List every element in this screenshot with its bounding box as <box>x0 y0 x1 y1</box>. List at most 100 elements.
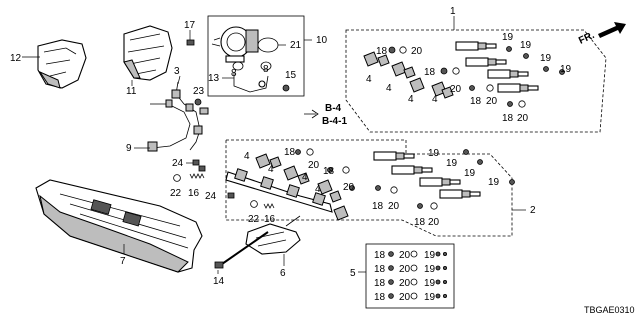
box-2-outline <box>225 139 513 237</box>
callout-4-box2-d: 4 <box>315 184 321 195</box>
callout-4-box1-d: 4 <box>432 94 438 105</box>
callout-19-box1-c: 19 <box>540 53 552 64</box>
injector-clips-2 <box>255 153 349 221</box>
reference-b4: B-4 <box>325 103 342 114</box>
o-rings-1 <box>388 46 565 108</box>
callout-24-b: 24 <box>205 191 217 202</box>
injector-clips-1 <box>363 51 454 99</box>
callout-20-box5-a: 20 <box>399 250 411 261</box>
callout-13: 13 <box>208 73 220 84</box>
part-12-cover <box>37 39 87 89</box>
callout-4-box1-a: 4 <box>366 74 372 85</box>
callout-2: 2 <box>530 205 536 216</box>
callout-4-box2-b: 4 <box>268 164 274 175</box>
injectors-set-1 <box>363 41 565 108</box>
callout-20-box1-c: 20 <box>486 96 498 107</box>
callout-8-b: 8 <box>263 64 269 75</box>
callout-18-box2-d: 18 <box>414 217 426 228</box>
callout-19-box5-a: 19 <box>424 250 436 261</box>
callout-18-box1-a: 18 <box>376 46 388 57</box>
direction-label: FR. <box>577 30 596 47</box>
part-24-rail <box>225 168 333 213</box>
part-7-cover <box>35 179 203 273</box>
callout-4-box1-b: 4 <box>386 83 392 94</box>
callout-18-box1-c: 18 <box>470 96 482 107</box>
callout-18-box2-b: 18 <box>323 166 335 177</box>
callout-1: 1 <box>450 6 456 17</box>
callout-20-box2-c: 20 <box>388 201 400 212</box>
callout-5: 5 <box>350 268 356 279</box>
callout-19-box1-d: 19 <box>560 64 572 75</box>
callout-19-box1-a: 19 <box>502 32 514 43</box>
callout-18-box5-d: 18 <box>374 292 386 303</box>
callout-4-box1-c: 4 <box>408 94 414 105</box>
callout-20-box2-a: 20 <box>308 160 320 171</box>
callout-16-b: 16 <box>264 214 276 225</box>
callout-18-box2-c: 18 <box>372 201 384 212</box>
callout-18-box2-a: 18 <box>284 147 296 158</box>
callout-19-box5-d: 19 <box>424 292 436 303</box>
callout-3: 3 <box>174 66 180 77</box>
callout-19-box1-b: 19 <box>520 40 532 51</box>
callout-4-box2-a: 4 <box>244 151 250 162</box>
callout-15: 15 <box>285 70 297 81</box>
o-rings-2 <box>295 148 515 210</box>
callout-16-a: 16 <box>188 188 200 199</box>
callout-20-box1-b: 20 <box>450 84 462 95</box>
callout-19-box5-c: 19 <box>424 278 436 289</box>
callout-14: 14 <box>213 276 225 287</box>
part-21-o-ring <box>257 37 279 53</box>
callout-11: 11 <box>126 86 137 97</box>
callout-22-a: 22 <box>170 188 182 199</box>
callout-24-a: 24 <box>172 158 184 169</box>
callout-20-box5-c: 20 <box>399 278 411 289</box>
part-17-bolt <box>186 39 195 46</box>
callout-20-box5-d: 20 <box>399 292 411 303</box>
callout-4-box2-c: 4 <box>302 172 308 183</box>
callout-21: 21 <box>290 40 302 51</box>
callout-12: 12 <box>10 53 22 64</box>
callout-18-box5-b: 18 <box>374 264 386 275</box>
diagram-code: TBGAE0310 <box>584 305 635 315</box>
part-23-bolt <box>194 98 202 106</box>
part-22-washer <box>173 174 258 208</box>
injectors-set-2 <box>373 151 481 199</box>
fuel-pump-body <box>211 26 259 63</box>
part-9-harness <box>147 81 209 152</box>
callout-9: 9 <box>126 143 132 154</box>
callout-23: 23 <box>193 86 205 97</box>
callout-6: 6 <box>280 268 286 279</box>
part-13-fuel-pipe <box>233 72 269 93</box>
callout-7: 7 <box>120 256 126 267</box>
callout-18-box5-a: 18 <box>374 250 386 261</box>
part-11-cover <box>123 25 173 81</box>
callout-18-box5-c: 18 <box>374 278 386 289</box>
callout-19-box2-d: 19 <box>488 177 500 188</box>
box-1-outline <box>345 29 607 133</box>
fr-arrow-icon <box>598 22 626 38</box>
callout-18-box1-b: 18 <box>424 67 436 78</box>
callout-19-box2-b: 19 <box>446 158 458 169</box>
part-16-spring <box>189 173 275 209</box>
part-8-o-ring <box>232 61 272 71</box>
callout-10: 10 <box>316 35 328 46</box>
callout-19-box2-c: 19 <box>464 168 476 179</box>
callout-22-b: 22 <box>248 214 260 225</box>
callout-20-box1-a: 20 <box>411 46 423 57</box>
callout-17: 17 <box>184 20 196 31</box>
reference-b41: B-4-1 <box>322 116 347 127</box>
callout-19-box2-a: 19 <box>428 148 440 159</box>
callout-19-box5-b: 19 <box>424 264 436 275</box>
seal-kit-rows <box>388 250 448 300</box>
part-15-bolt <box>282 84 290 92</box>
callout-20-box2-d: 20 <box>428 217 440 228</box>
part-24-bolts <box>192 159 235 199</box>
box-5-outline <box>365 243 455 309</box>
box-10-outline <box>207 15 305 97</box>
callout-20-box1-d: 20 <box>517 113 529 124</box>
callout-20-box5-b: 20 <box>399 264 411 275</box>
callout-18-box1-d: 18 <box>502 113 514 124</box>
callout-20-box2-b: 20 <box>343 182 355 193</box>
part-14-stud-bolt <box>214 231 269 269</box>
